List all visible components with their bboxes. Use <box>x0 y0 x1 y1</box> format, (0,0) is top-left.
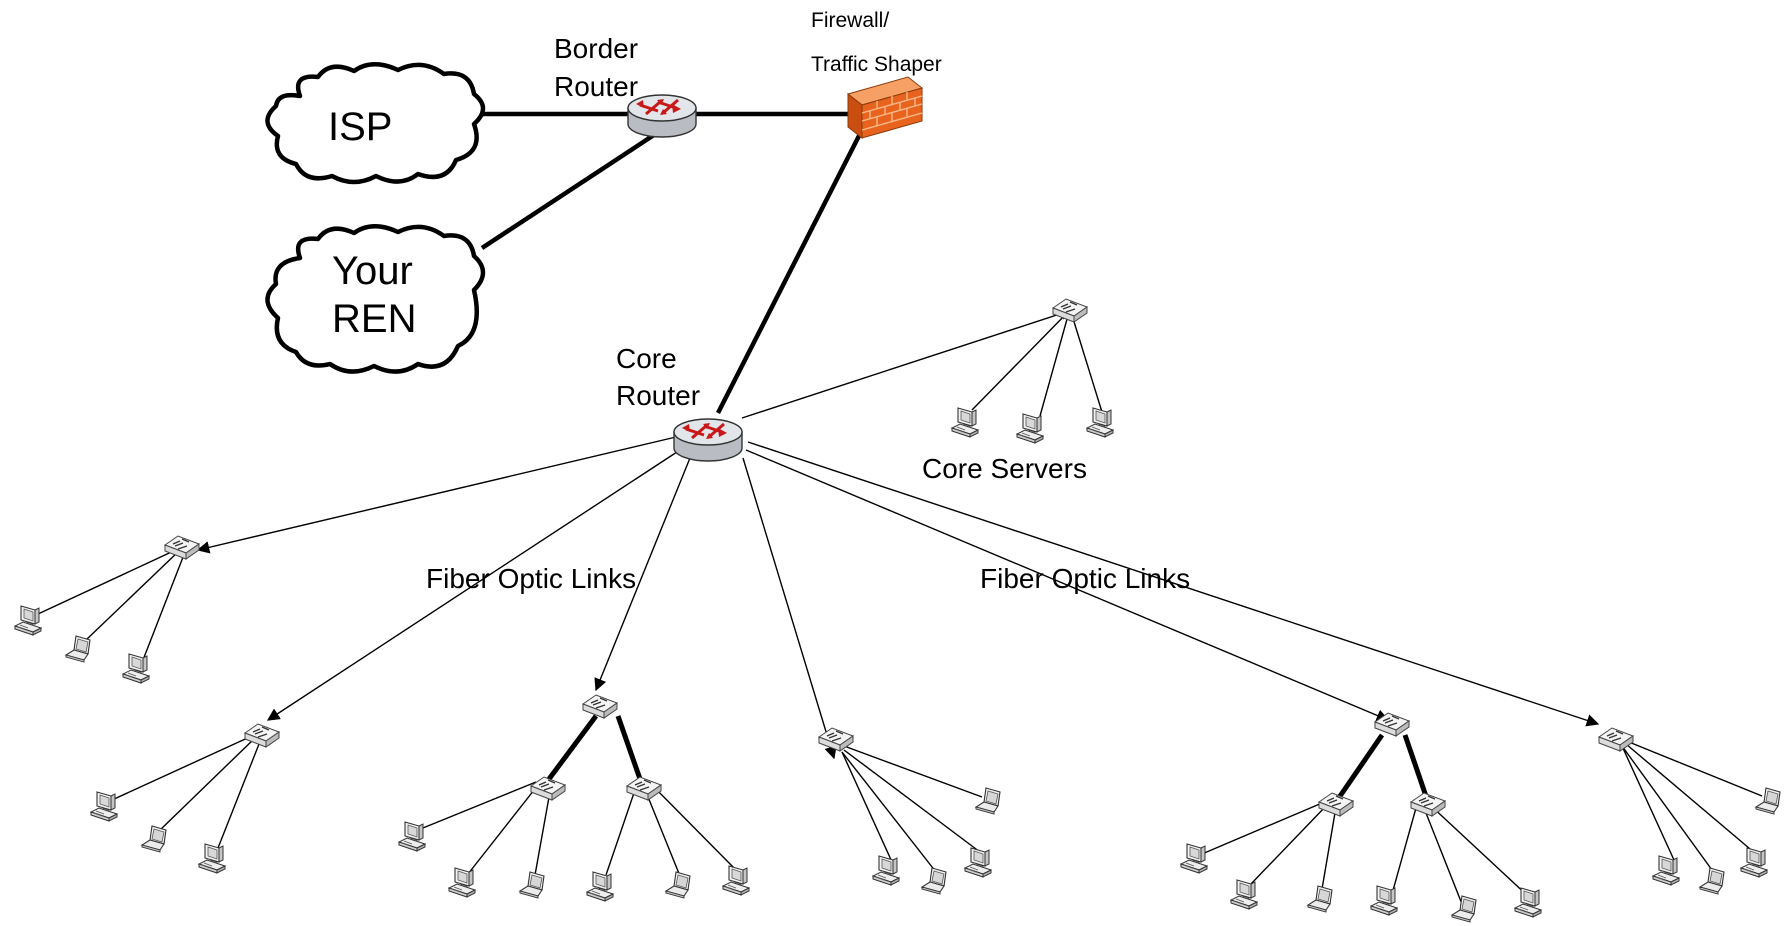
laptop-icon <box>665 871 691 899</box>
laptop-icon <box>975 787 1001 815</box>
desktop-computer-icon <box>1370 885 1398 916</box>
laptop-icon <box>1451 895 1477 923</box>
firewall-label-line2: Traffic Shaper <box>811 53 942 76</box>
laptop-icon <box>519 871 545 899</box>
desktop-computer-icon <box>90 791 118 822</box>
desktop-computer-icon <box>1652 855 1680 886</box>
ren-label-line2: REN <box>332 297 416 341</box>
link-core-sw-e <box>745 449 1390 722</box>
switch-icon <box>1598 727 1634 752</box>
border-router: Border Router <box>554 33 698 139</box>
laptop-icon <box>921 867 947 895</box>
desktop-computer-icon <box>722 865 750 896</box>
switch-group-b <box>90 723 280 874</box>
desktop-computer-icon <box>14 605 42 636</box>
desktop-computer-icon <box>872 855 900 886</box>
link-core-sw-b <box>266 449 681 721</box>
link-firewall-core <box>715 124 867 415</box>
desktop-computer-icon <box>1514 887 1542 918</box>
desktop-computer-icon <box>122 653 150 684</box>
switch-icon <box>1052 298 1088 323</box>
desktop-computer-icon <box>586 871 614 902</box>
desktop-computer-icon <box>1086 407 1114 438</box>
switch-icon <box>164 535 200 560</box>
core-servers-group: Core Servers <box>922 298 1114 484</box>
switch-group-d <box>818 727 1001 895</box>
core-router-label-line1: Core <box>616 343 677 374</box>
switch-group-c <box>398 694 750 902</box>
desktop-computer-icon <box>448 867 476 898</box>
desktop-computer-icon <box>1740 847 1768 878</box>
desktop-computer-icon <box>1016 413 1044 444</box>
desktop-computer-icon <box>1180 843 1208 874</box>
border-router-label-line2: Router <box>554 71 638 102</box>
core-router: Core Router <box>616 343 744 463</box>
core-servers-label: Core Servers <box>922 453 1087 484</box>
router-icon <box>626 93 698 139</box>
ren-cloud: Your REN <box>265 224 486 374</box>
laptop-icon <box>1307 885 1333 913</box>
link-core-sw-a <box>196 436 677 554</box>
desktop-computer-icon <box>951 407 979 438</box>
link-core-sw-c <box>594 457 691 692</box>
laptop-icon <box>65 635 91 663</box>
link-core-servers <box>741 307 1074 419</box>
core-router-label-line2: Router <box>616 380 700 411</box>
fiber-links-label-right: Fiber Optic Links <box>980 563 1190 594</box>
switch-group-e <box>1180 712 1542 923</box>
switch-icon <box>582 694 618 719</box>
isp-cloud: ISP <box>265 62 486 185</box>
firewall-icon <box>846 76 924 140</box>
link-core-sw-f <box>747 441 1600 727</box>
isp-label: ISP <box>328 105 392 149</box>
links <box>37 111 1763 905</box>
laptop-icon <box>1699 867 1725 895</box>
firewall: Firewall/ Traffic Shaper <box>811 9 942 140</box>
desktop-computer-icon <box>1230 879 1258 910</box>
link-ren-border <box>480 129 662 250</box>
laptop-icon <box>1755 787 1781 815</box>
link-core-sw-d <box>742 457 837 760</box>
router-icon <box>672 417 744 463</box>
fiber-links-label-left: Fiber Optic Links <box>426 563 636 594</box>
ren-label-line1: Your <box>332 249 413 293</box>
border-router-label-line1: Border <box>554 33 638 64</box>
desktop-computer-icon <box>398 821 426 852</box>
switch-icon <box>1318 792 1354 817</box>
switch-icon <box>1410 792 1446 817</box>
switch-icon <box>530 776 566 801</box>
desktop-computer-icon <box>198 843 226 874</box>
laptop-icon <box>141 825 167 853</box>
desktop-computer-icon <box>964 847 992 878</box>
firewall-label-line1: Firewall/ <box>811 9 889 32</box>
